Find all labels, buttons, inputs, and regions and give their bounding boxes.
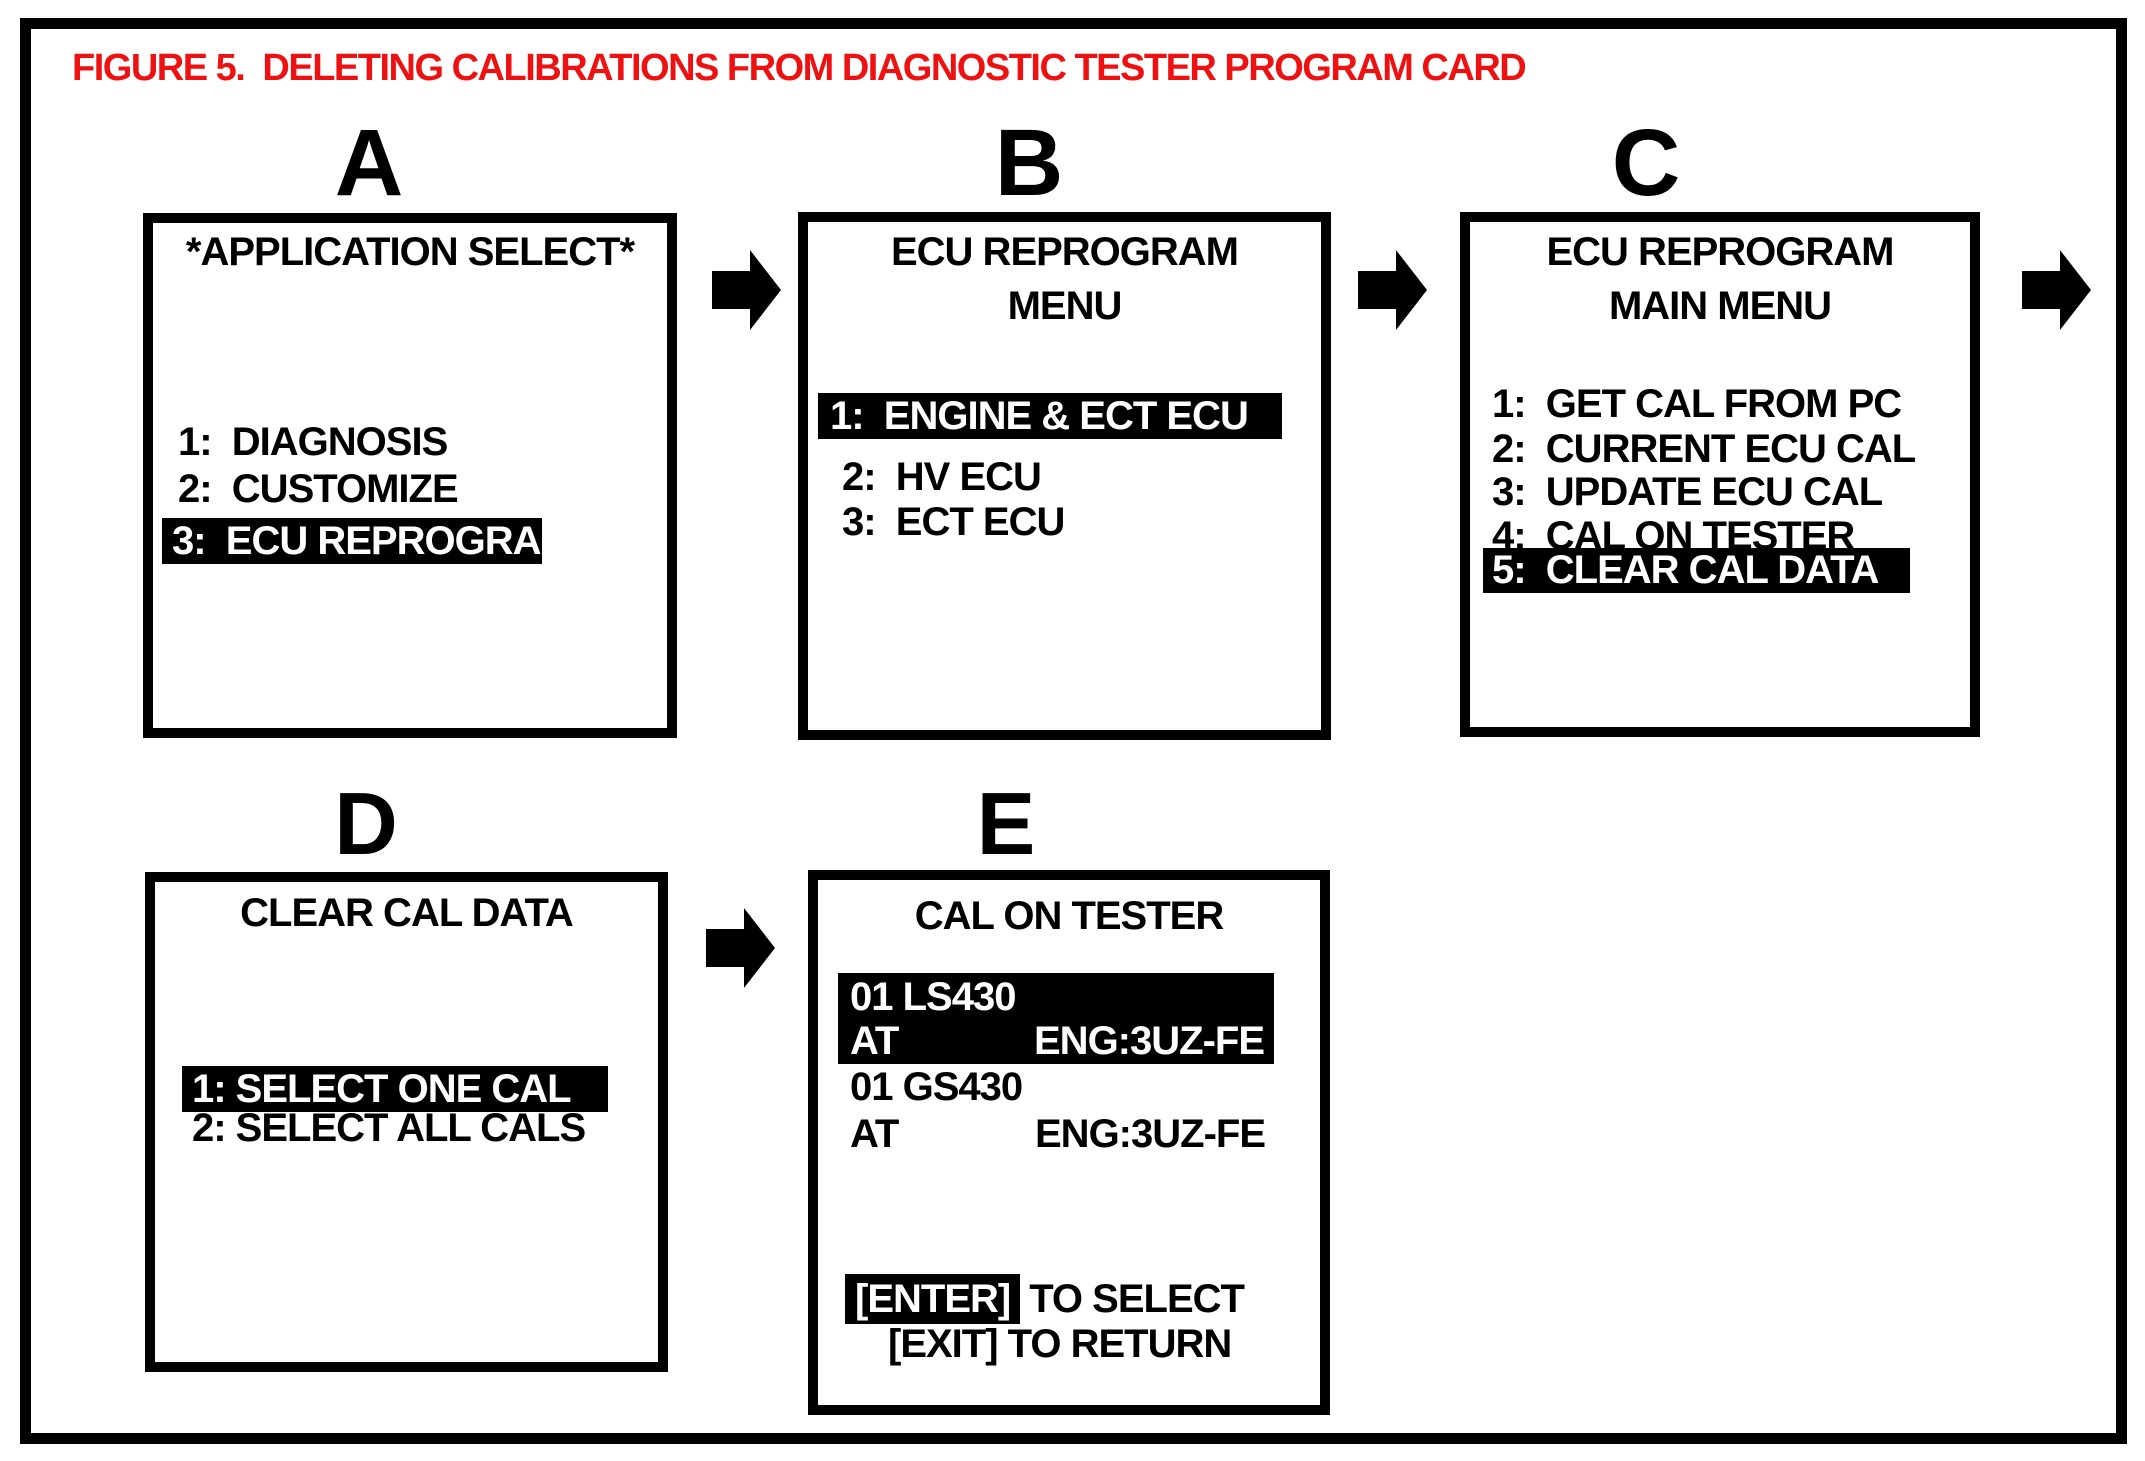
- arrow-right-icon: [1358, 250, 1427, 330]
- screen-c-title-line2: MAIN MENU: [1608, 284, 1832, 328]
- screen-c-item-current-ecu-cal: 2: CURRENT ECU CAL: [1492, 427, 1916, 471]
- screen-e-letter: E: [976, 774, 1036, 873]
- screen-b-item-engine-ect-ecu-selected: 1: ENGINE & ECT ECU: [818, 393, 1282, 439]
- screen-e-cal-entry-gs430-model: 01 GS430: [850, 1065, 1023, 1109]
- figure-title: FIGURE 5. DELETING CALIBRATIONS FROM DIA…: [72, 47, 1527, 89]
- screen-a-item-customize: 2: CUSTOMIZE: [178, 467, 459, 511]
- screen-a-box: [143, 213, 677, 738]
- screen-b-title-line1: ECU REPROGRAM: [890, 230, 1239, 274]
- cal-entry-line-model: 01 LS430: [838, 975, 1274, 1019]
- cal-model: 01 LS430: [850, 974, 1016, 1019]
- screen-a-item-ecu-reprogram-selected: 3: ECU REPROGRAM: [162, 518, 574, 564]
- screen-d-item-select-one-cal-selected: 1: SELECT ONE CAL: [182, 1066, 608, 1112]
- screen-b-title-line2: MENU: [1007, 284, 1123, 328]
- enter-key-chip: [ENTER]: [845, 1274, 1021, 1324]
- arrow-right-icon: [706, 908, 775, 988]
- cal-entry-line-spec: AT ENG:3UZ-FE: [838, 1019, 1274, 1063]
- screen-b-item-ect-ecu: 3: ECT ECU: [842, 500, 1065, 544]
- screen-a-letter: A: [334, 110, 404, 216]
- cal-transmission: AT: [850, 1112, 899, 1156]
- screen-d-title: CLEAR CAL DATA: [240, 891, 574, 935]
- screen-b-box: [798, 212, 1331, 740]
- figure-outer-border: [20, 18, 2127, 1444]
- screen-b-letter: B: [994, 110, 1064, 216]
- screen-e-cal-entry-ls430-selected: 01 LS430 AT ENG:3UZ-FE: [838, 973, 1274, 1064]
- cal-engine: ENG:3UZ-FE: [1034, 1018, 1265, 1063]
- screen-c-letter: C: [1611, 110, 1681, 216]
- screen-c-item-clear-cal-data-selected: 5: CLEAR CAL DATA: [1483, 548, 1910, 593]
- screen-e-title: CAL ON TESTER: [914, 894, 1225, 938]
- cal-transmission: AT: [850, 1018, 899, 1063]
- screen-c-title-line1: ECU REPROGRAM: [1546, 230, 1894, 274]
- screen-e-cal-entry-gs430-spec: AT ENG:3UZ-FE: [850, 1112, 1266, 1157]
- screen-a-title: *APPLICATION SELECT*: [185, 230, 635, 274]
- screen-d-letter: D: [334, 774, 398, 873]
- screen-a-item-diagnosis: 1: DIAGNOSIS: [178, 420, 448, 464]
- enter-key-action: TO SELECT: [1029, 1276, 1245, 1321]
- screen-c-box: [1460, 212, 1980, 737]
- screen-c-item-get-cal-from-pc: 1: GET CAL FROM PC: [1492, 382, 1902, 426]
- screen-d-box: [145, 872, 668, 1372]
- arrow-right-icon: [712, 250, 781, 330]
- screen-e-footer-exit: [EXIT] TO RETURN: [888, 1322, 1232, 1366]
- screen-d-item-select-all-cals: 2: SELECT ALL CALS: [192, 1106, 586, 1150]
- screen-e-footer-enter: [ENTER] TO SELECT: [845, 1274, 1245, 1324]
- screen-e-box: [808, 870, 1330, 1415]
- cal-engine: ENG:3UZ-FE: [1035, 1112, 1266, 1156]
- screen-c-item-update-ecu-cal: 3: UPDATE ECU CAL: [1492, 470, 1883, 514]
- arrow-right-icon: [2022, 250, 2091, 330]
- screen-b-item-hv-ecu: 2: HV ECU: [842, 455, 1042, 499]
